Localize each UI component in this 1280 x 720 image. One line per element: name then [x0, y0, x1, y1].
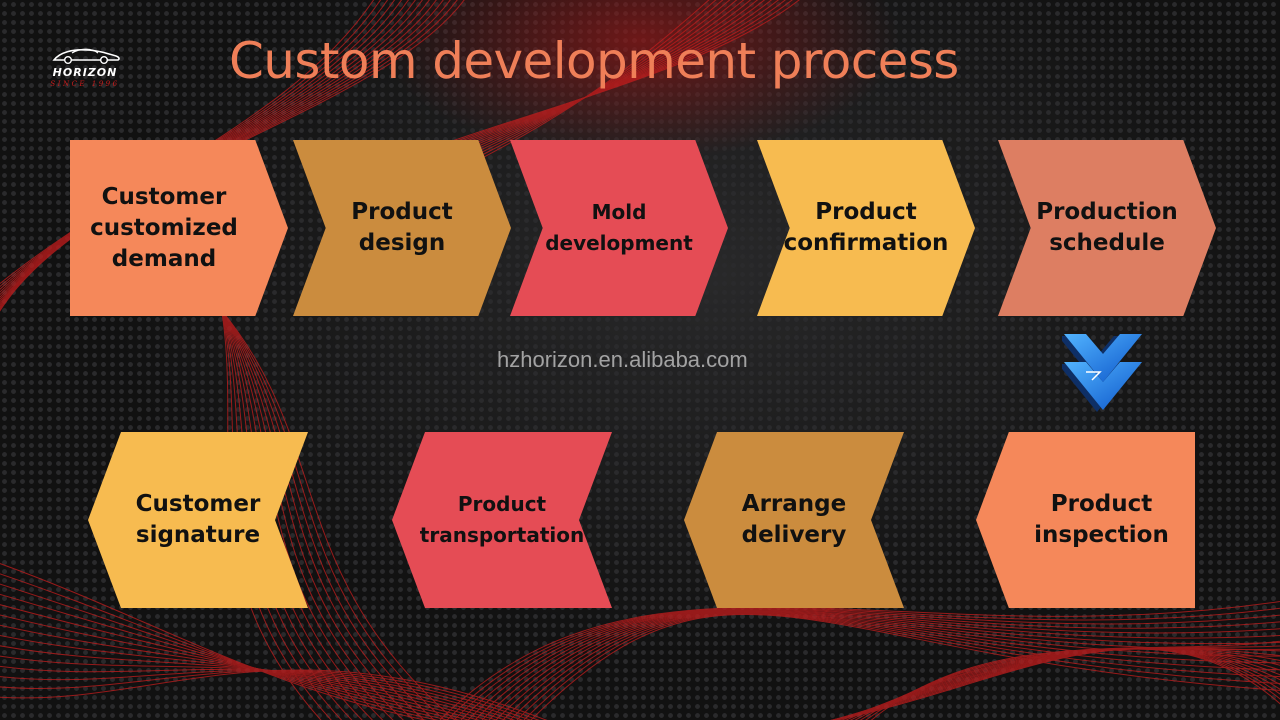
sports-car-icon: [52, 48, 120, 64]
step-label: Product design: [351, 199, 453, 256]
step-mold-development: Mold development: [510, 140, 728, 316]
step-label: Customer customized demand: [90, 183, 238, 272]
step-label: Customer signature: [135, 491, 261, 548]
step-label: Product inspection: [1034, 491, 1169, 548]
step-product-design: Product design: [293, 140, 511, 316]
step-label: Product transportation: [419, 492, 585, 547]
step-label: Mold development: [545, 200, 693, 255]
step-product-transportation: Product transportation: [392, 432, 612, 608]
step-product-inspection: Product inspection: [976, 432, 1195, 608]
step-label: Arrange delivery: [741, 491, 847, 548]
step-product-confirmation: Product confirmation: [757, 140, 975, 316]
logo-tagline: SINCE 1996: [50, 80, 120, 88]
step-arrange-delivery: Arrange delivery: [684, 432, 904, 608]
step-label: Product confirmation: [783, 199, 949, 256]
watermark: hzhorizon.en.alibaba.com: [497, 347, 748, 372]
double-chevron-down-icon: [1062, 334, 1142, 412]
step-customer-demand: Customer customized demand: [70, 140, 288, 316]
step-production-schedule: Production schedule: [998, 140, 1216, 316]
step-label: Production schedule: [1036, 199, 1178, 256]
horizon-logo: HORIZON SINCE 1996: [46, 44, 126, 92]
step-customer-signature: Customer signature: [88, 432, 308, 608]
logo-wordmark: HORIZON: [52, 66, 118, 79]
page-title: Custom development process: [229, 32, 959, 90]
